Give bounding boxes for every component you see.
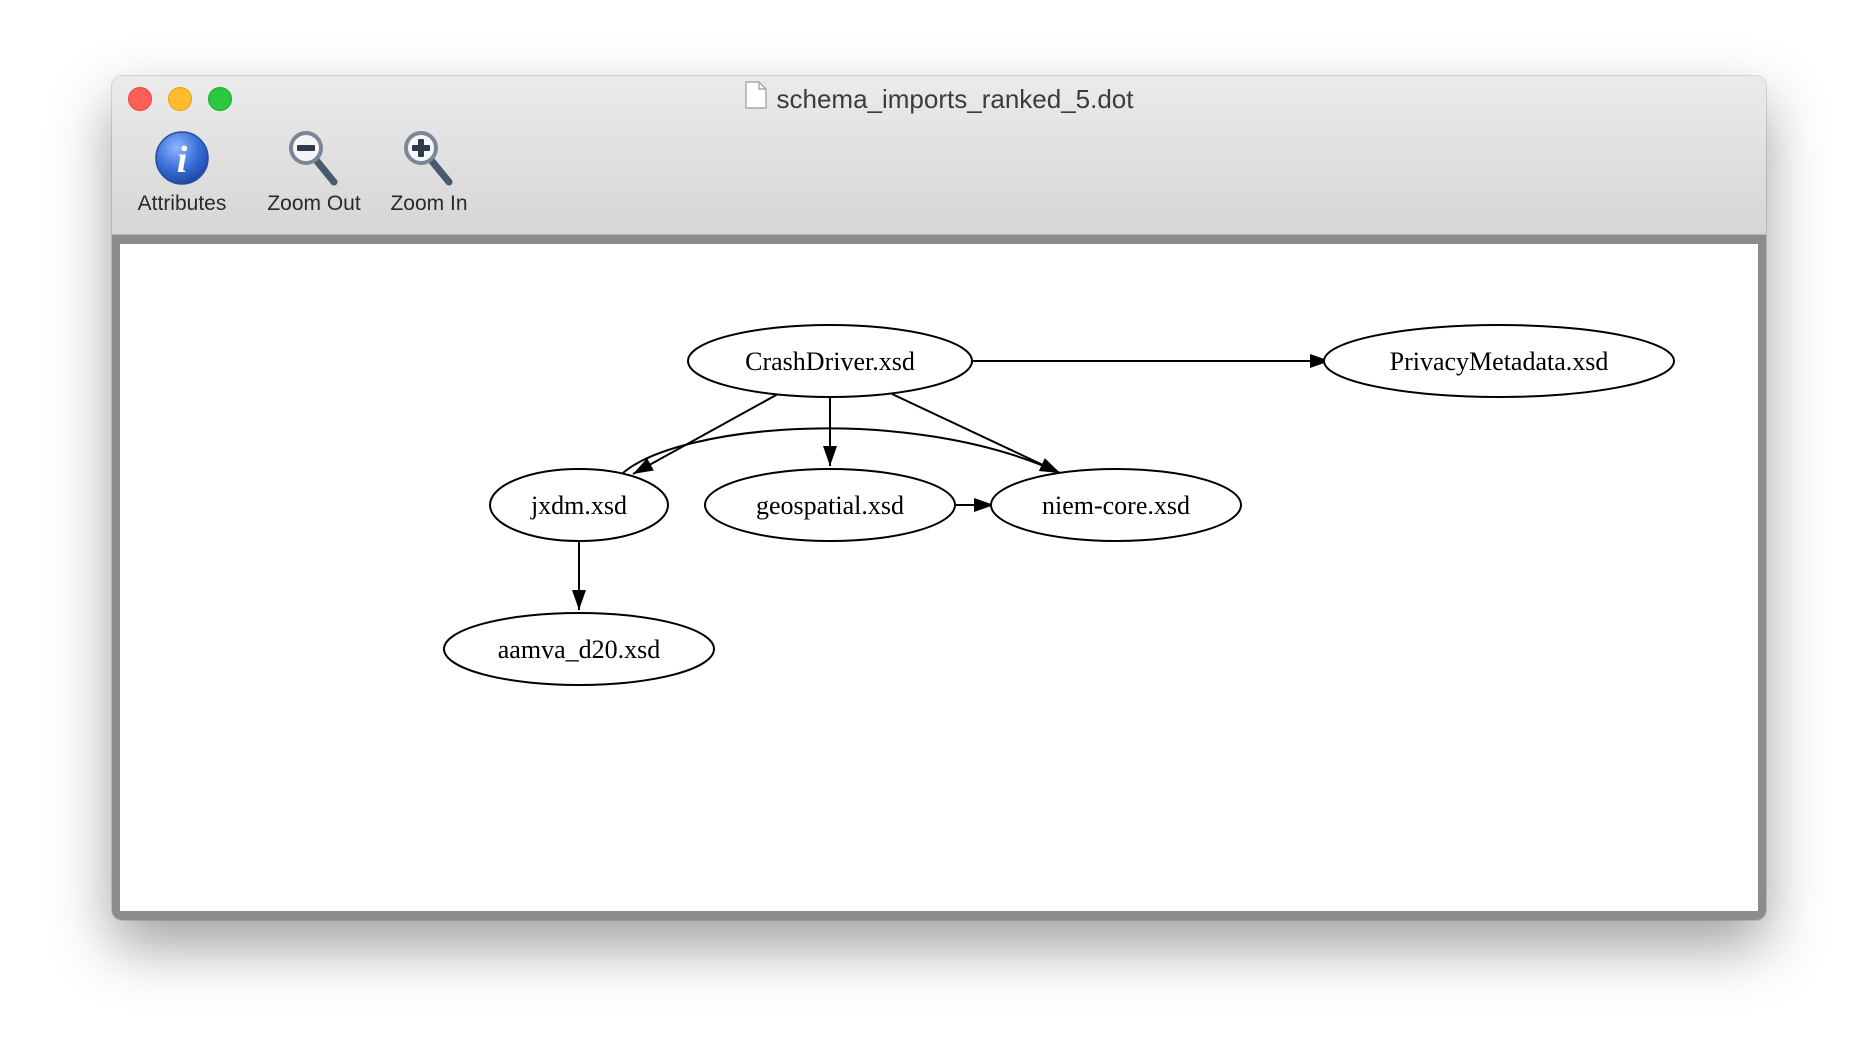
node-label-crashdriver: CrashDriver.xsd (745, 347, 915, 376)
edge-crashdriver-niemcore (891, 393, 1061, 474)
graphviz-window: schema_imports_ranked_5.dot i At (112, 76, 1766, 920)
graph-node-niemcore[interactable]: niem-core.xsd (990, 468, 1242, 542)
window-title: schema_imports_ranked_5.dot (776, 84, 1134, 114)
zoom-out-icon (284, 128, 344, 188)
graph-node-crashdriver[interactable]: CrashDriver.xsd (687, 324, 973, 398)
info-icon: i (152, 128, 212, 188)
minimize-button[interactable] (168, 87, 192, 111)
zoom-button[interactable] (208, 87, 232, 111)
graph-view: CrashDriver.xsd PrivacyMetadata.xsd jxdm… (443, 324, 1675, 686)
zoom-out-label: Zoom Out (267, 192, 361, 215)
zoom-in-button[interactable]: Zoom In (364, 128, 494, 228)
graph-node-jxdm[interactable]: jxdm.xsd (489, 468, 669, 542)
zoom-in-icon (399, 128, 459, 188)
window-title-area: schema_imports_ranked_5.dot (112, 81, 1766, 117)
node-label-niemcore: niem-core.xsd (1042, 491, 1190, 520)
node-label-privacy: PrivacyMetadata.xsd (1390, 347, 1609, 376)
node-label-jxdm: jxdm.xsd (530, 491, 627, 520)
graph-node-privacy[interactable]: PrivacyMetadata.xsd (1323, 324, 1675, 398)
close-button[interactable] (128, 87, 152, 111)
node-label-aamva: aamva_d20.xsd (498, 635, 660, 664)
graph-canvas[interactable]: CrashDriver.xsd PrivacyMetadata.xsd jxdm… (120, 244, 1758, 911)
attributes-button[interactable]: i Attributes (112, 128, 252, 228)
attributes-label: Attributes (137, 192, 227, 215)
content-frame: CrashDriver.xsd PrivacyMetadata.xsd jxdm… (112, 235, 1766, 920)
node-label-geospatial: geospatial.xsd (756, 491, 904, 520)
edge-crashdriver-jxdm (632, 393, 779, 475)
edge-jxdm-niemcore (622, 427, 1061, 474)
svg-text:i: i (177, 139, 188, 181)
graph-node-geospatial[interactable]: geospatial.xsd (704, 468, 956, 542)
zoom-out-button[interactable]: Zoom Out (244, 128, 384, 228)
zoom-in-label: Zoom In (390, 192, 468, 215)
graph-edges (572, 354, 1330, 610)
title-bar[interactable]: schema_imports_ranked_5.dot i At (112, 76, 1766, 235)
document-icon (744, 81, 767, 117)
graph-node-aamva[interactable]: aamva_d20.xsd (443, 612, 715, 686)
